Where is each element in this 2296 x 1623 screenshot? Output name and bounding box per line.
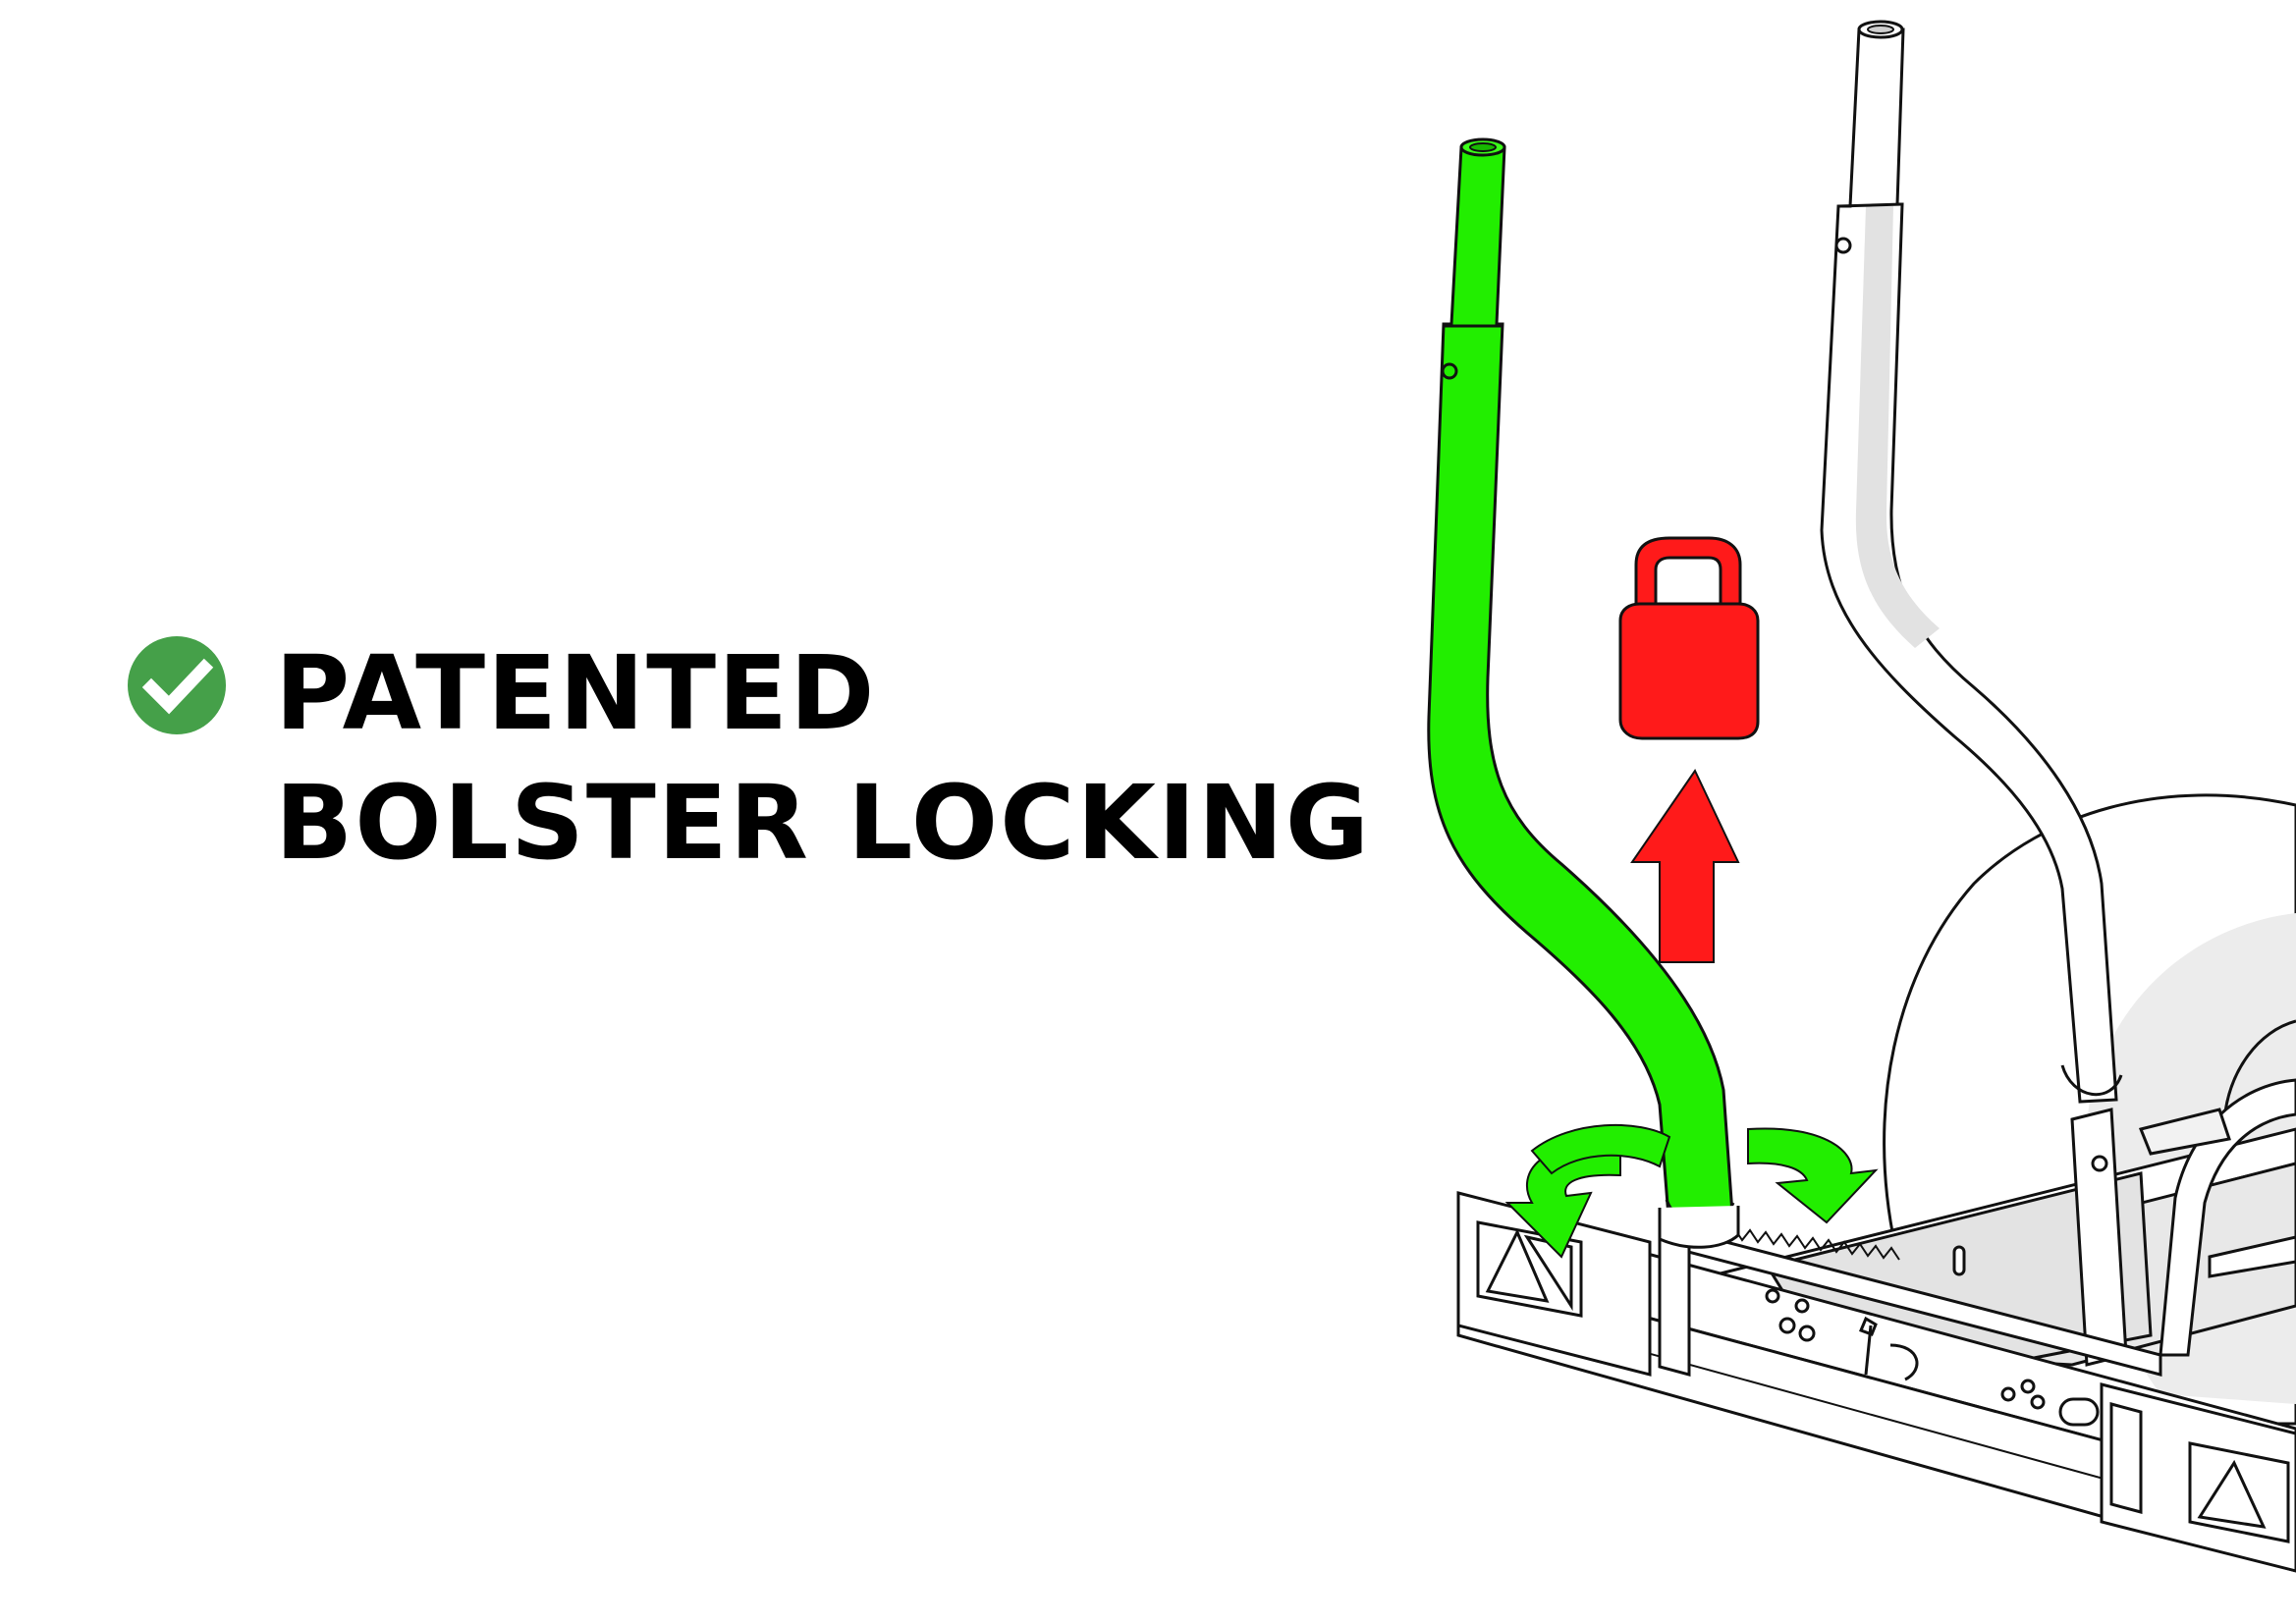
rotation-arrows-icon (1504, 1123, 1879, 1259)
grey-stake (1820, 20, 2123, 1104)
trailer-chassis (1456, 1078, 2296, 1573)
feature-headline: PATENTED BOLSTER LOCKING (275, 628, 1371, 888)
padlock-icon (1618, 536, 1760, 740)
check-circle-icon (128, 636, 226, 734)
headline-line-1: PATENTED (275, 633, 877, 753)
arrow-up-icon (1630, 769, 1740, 963)
headline-line-2: BOLSTER LOCKING (275, 763, 1372, 883)
green-stake (1427, 137, 1740, 1249)
